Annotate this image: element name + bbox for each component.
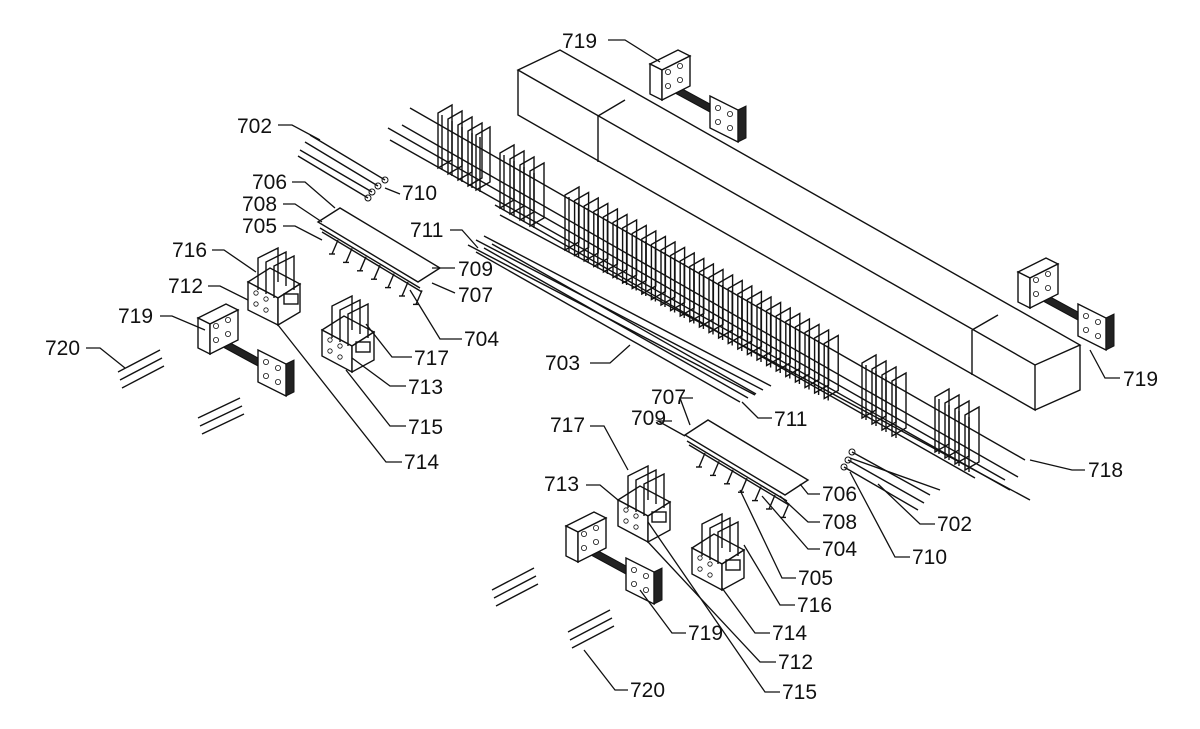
leader-lines	[86, 39, 1120, 693]
stud	[345, 248, 353, 263]
stirrup	[519, 155, 535, 222]
stirrup	[509, 149, 525, 216]
label-717-upper: 717	[414, 347, 449, 370]
label-719-top: 719	[562, 30, 597, 53]
label-705-upper: 705	[242, 215, 277, 238]
stirrup	[964, 405, 980, 472]
stud	[768, 494, 776, 510]
stirrup	[823, 334, 839, 401]
long-bars	[467, 235, 772, 403]
label-715-lower: 715	[782, 681, 817, 704]
label-709-upper: 709	[458, 258, 493, 281]
label-717-lower: 717	[550, 414, 585, 437]
label-711-lower: 711	[774, 408, 807, 431]
stud	[698, 452, 706, 468]
splice-plate	[1016, 257, 1115, 352]
label-702-upper: 702	[237, 115, 272, 138]
label-719-bottom: 719	[688, 622, 723, 645]
stirrup	[499, 143, 515, 210]
stud-frame-lower	[683, 419, 810, 519]
label-719-right: 719	[1123, 368, 1158, 391]
concrete-beam	[516, 49, 1082, 412]
label-720-left: 720	[45, 337, 80, 360]
label-703: 703	[545, 352, 580, 375]
short-bars-lower	[840, 448, 941, 511]
stud	[740, 477, 748, 493]
stud	[373, 264, 381, 280]
label-706-lower: 706	[822, 483, 857, 506]
label-702-lower: 702	[937, 513, 972, 536]
bolt-group-left-2	[197, 397, 245, 435]
stud	[401, 281, 409, 297]
label-713-upper: 713	[408, 376, 443, 399]
label-708-upper: 708	[242, 193, 277, 216]
label-712-lower: 712	[778, 651, 813, 674]
label-714-upper: 714	[404, 451, 439, 474]
label-709-lower: 709	[631, 407, 666, 430]
bolt-group-right-1	[491, 567, 539, 607]
label-712-upper: 712	[168, 275, 203, 298]
box-714-lower	[690, 512, 746, 592]
stud-frame-upper	[316, 207, 442, 306]
box-712-upper	[246, 246, 302, 327]
label-706-upper: 706	[252, 171, 287, 194]
stud	[712, 461, 720, 476]
label-704-upper: 704	[464, 328, 499, 351]
stirrup	[529, 161, 545, 228]
label-715-upper: 715	[408, 416, 443, 439]
splice-plate	[648, 49, 747, 144]
stud	[331, 239, 339, 255]
label-707-lower: 707	[651, 386, 686, 409]
short-bars-upper	[297, 134, 389, 202]
label-713-lower: 713	[544, 473, 579, 496]
label-704-lower: 704	[822, 538, 857, 561]
splice-plate	[196, 303, 295, 398]
splice-plates	[196, 49, 1115, 606]
label-718: 718	[1088, 459, 1123, 482]
stirrup	[467, 121, 483, 188]
label-716-upper: 716	[172, 239, 207, 262]
label-720-bottom: 720	[630, 679, 665, 702]
splice-plate	[564, 511, 663, 606]
stud	[754, 486, 762, 501]
box-713-upper	[320, 294, 376, 374]
reference-numerals: 719 702 710 706 708 705 711 716 712 709 …	[45, 30, 1158, 704]
stirrup	[891, 371, 907, 438]
label-714-lower: 714	[772, 622, 807, 645]
stud	[726, 469, 734, 485]
label-719-left: 719	[118, 305, 153, 328]
rebar-cage	[387, 103, 1031, 501]
label-708-lower: 708	[822, 511, 857, 534]
label-710-lower: 710	[912, 546, 947, 569]
label-707-upper: 707	[458, 284, 493, 307]
label-711-upper: 711	[410, 219, 443, 242]
stud	[782, 503, 790, 518]
stirrup	[475, 125, 491, 192]
bolt-group-right-2	[567, 609, 615, 649]
label-716-lower: 716	[797, 594, 832, 617]
stud	[387, 273, 395, 288]
stud	[359, 256, 367, 272]
box-713-lower	[616, 464, 672, 544]
label-705-lower: 705	[798, 567, 833, 590]
bolt-group-left-1	[117, 349, 165, 389]
label-710-upper: 710	[402, 182, 437, 205]
